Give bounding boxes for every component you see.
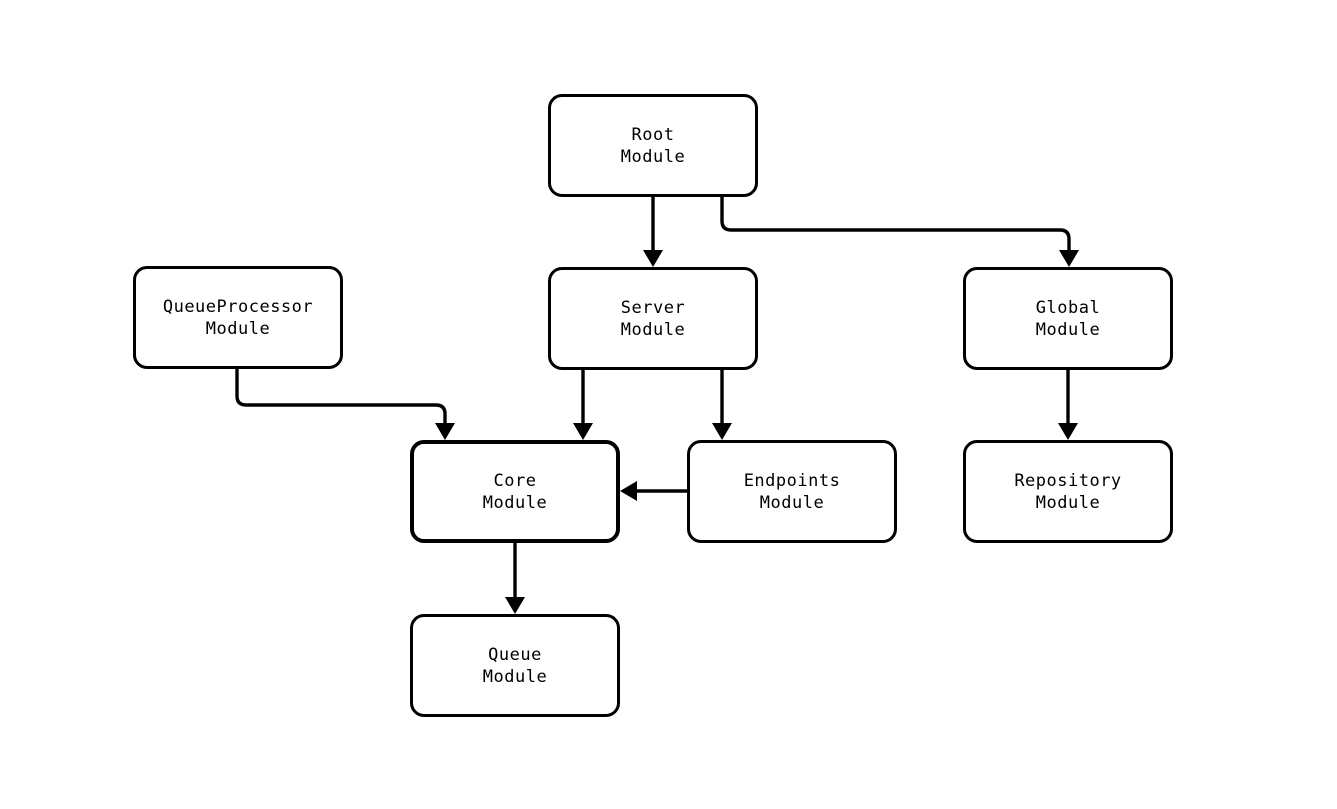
edge-arrowhead	[620, 481, 637, 501]
node-label-primary: QueueProcessor	[162, 296, 314, 317]
edge-endpoints-to-core	[620, 481, 687, 501]
node-label-primary: Root	[631, 124, 675, 145]
node-label-secondary: Module	[1035, 319, 1101, 340]
edge-global-to-repository	[1058, 370, 1078, 440]
node-label-primary: Repository	[1014, 470, 1122, 491]
edge-core-to-queue	[505, 543, 525, 614]
edge-root-to-server	[643, 197, 663, 267]
node-label-secondary: Module	[205, 318, 271, 339]
node-label-secondary: Module	[759, 492, 825, 513]
edge-root-to-global	[720, 197, 1079, 267]
edge-server-to-core	[573, 370, 593, 440]
node-label-secondary: Module	[620, 146, 686, 167]
node-label-secondary: Module	[620, 319, 686, 340]
node-label-primary: Queue	[488, 644, 542, 665]
node-label-primary: Core	[493, 470, 537, 491]
node-label-primary: Server	[620, 297, 686, 318]
edge-line	[235, 369, 447, 423]
edge-queueprocessor-to-core	[235, 369, 455, 440]
node-label-secondary: Module	[1035, 492, 1101, 513]
edge-arrowhead	[1058, 423, 1078, 440]
node-label-secondary: Module	[482, 666, 548, 687]
edge-arrowhead	[505, 597, 525, 614]
edge-arrowhead	[712, 423, 732, 440]
node-label-primary: Endpoints	[743, 470, 841, 491]
edge-line	[720, 197, 1071, 250]
node-label-primary: Global	[1035, 297, 1101, 318]
edge-arrowhead	[643, 250, 663, 267]
edge-arrowhead	[435, 423, 455, 440]
edge-arrowhead	[1059, 250, 1079, 267]
node-label-secondary: Module	[482, 492, 548, 513]
edge-arrowhead	[573, 423, 593, 440]
edge-server-to-endpoints	[712, 370, 732, 440]
